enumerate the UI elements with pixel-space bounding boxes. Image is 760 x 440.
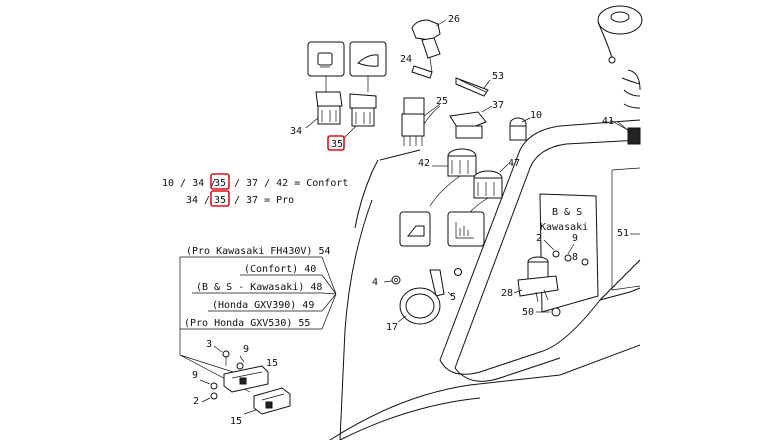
label-53: 53 [492, 71, 504, 82]
label-26: 26 [448, 14, 460, 25]
light-icon [317, 52, 333, 68]
label-35: 35 [331, 139, 343, 150]
legend-comfort-suffix: / 37 / 42 = Confort [234, 178, 348, 189]
legend-comfort-prefix: 10 / 34 / [162, 178, 216, 189]
label-15-bottom: 15 [230, 416, 242, 427]
legend-comfort: 10 / 34 / 35 / 37 / 42 = Confort [162, 173, 348, 190]
bracket-5 [429, 268, 462, 297]
label-28: 28 [501, 288, 513, 299]
solenoid-28 [517, 256, 559, 303]
ignition-switch-25 [401, 97, 425, 146]
hour-meter-icon [455, 222, 474, 239]
label-42: 42 [418, 158, 430, 169]
switch-47 [473, 170, 503, 199]
legend-comfort-highlight: 35 [214, 178, 226, 189]
hour-meter-icon-box [447, 211, 485, 247]
label-8: 8 [572, 252, 578, 263]
highlight-box-pro [210, 190, 230, 207]
highlight-box-35 [327, 135, 345, 151]
variant-item: (B & S - Kawasaki) 48 [196, 282, 322, 293]
ring-17 [399, 287, 441, 325]
nut-4 [391, 275, 401, 285]
chassis-outline [329, 5, 643, 440]
horn-switch-icon-box [349, 41, 387, 77]
switch-37 [449, 111, 487, 139]
label-4: 4 [372, 277, 378, 288]
light-switch-icon-box [307, 41, 345, 77]
engine-box-line1: B & S [552, 207, 582, 218]
label-5: 5 [450, 292, 456, 303]
highlight-box-comfort [210, 173, 230, 190]
label-25: 25 [436, 96, 448, 107]
label-10: 10 [530, 110, 542, 121]
key-ring-24 [411, 65, 433, 79]
switch-42 [447, 148, 477, 177]
label-2: 2 [536, 233, 542, 244]
label-34: 34 [290, 126, 302, 137]
variant-item: (Confort) 40 [244, 264, 316, 275]
label-51: 51 [617, 228, 629, 239]
variant-item: (Honda GXV390) 49 [212, 300, 314, 311]
legend-pro-highlight: 35 [214, 195, 226, 206]
legend-pro-prefix: 34 / [186, 195, 210, 206]
horn-icon [357, 54, 379, 67]
label-9-bottom: 9 [192, 370, 198, 381]
connector-15-top [223, 365, 269, 393]
label-37: 37 [492, 100, 504, 111]
variant-item: (Pro Kawasaki FH430V) 54 [186, 246, 331, 257]
connector-15-bottom [253, 387, 291, 415]
legend-pro: 34 / 35 / 37 = Pro [186, 190, 294, 207]
variant-item: (Pro Honda GXV530) 55 [184, 318, 310, 329]
label-47: 47 [508, 158, 520, 169]
engine-box-line2: Kawasaki [540, 222, 588, 233]
label-3: 3 [206, 339, 212, 350]
rocker-switch-35 [349, 93, 377, 127]
label-9: 9 [572, 233, 578, 244]
key-switch-26 [411, 19, 441, 73]
label-17: 17 [386, 322, 398, 333]
label-9-top: 9 [243, 344, 249, 355]
switch-10 [509, 117, 527, 141]
rocker-switch-34 [315, 91, 343, 125]
connector-group: 3 9 15 9 2 15 [192, 339, 291, 427]
variant-list: (Pro Kawasaki FH430V) 54 (Confort) 40 (B… [179, 246, 337, 393]
label-41: 41 [602, 116, 614, 127]
label-15-top: 15 [266, 358, 278, 369]
legend-pro-suffix: / 37 = Pro [234, 195, 294, 206]
engine-box: B & S Kawasaki 2 9 8 28 50 [501, 193, 599, 318]
cable-53 [455, 77, 489, 97]
label-24: 24 [400, 54, 412, 65]
choke-icon [406, 225, 425, 237]
label-2-bottom: 2 [193, 396, 199, 407]
nut-50 [551, 307, 561, 317]
label-50: 50 [522, 307, 534, 318]
choke-icon-box [399, 211, 431, 247]
